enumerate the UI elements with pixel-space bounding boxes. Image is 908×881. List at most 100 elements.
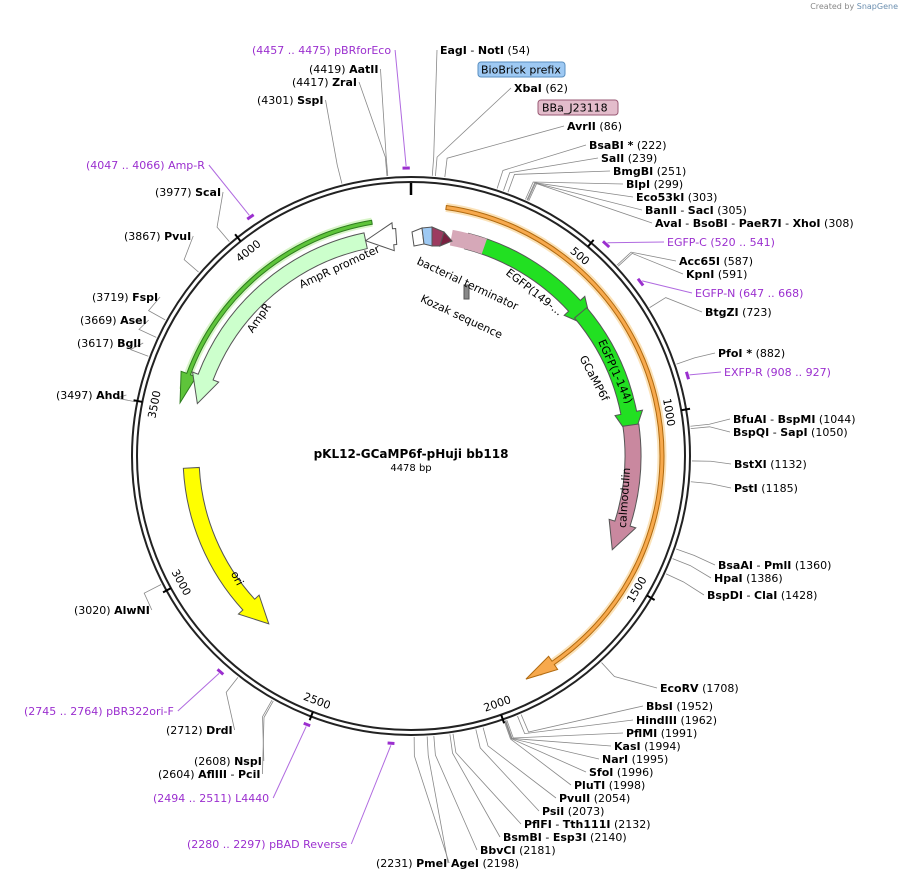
site-pfoi[interactable]: PfoI * (882) (718, 347, 785, 360)
site-pvui[interactable]: (3867) PvuI (124, 230, 191, 243)
ampr-feature[interactable] (191, 232, 368, 405)
svg-text:PfoI * (882): PfoI * (882) (718, 347, 785, 360)
svg-text:(3669) AseI: (3669) AseI (80, 314, 147, 327)
site-pluti[interactable]: PluTI (1998) (574, 779, 645, 792)
site-bstxi[interactable]: BstXI (1132) (734, 458, 807, 471)
site-psti[interactable]: PstI (1185) (734, 482, 798, 495)
primer-pbad-reverse[interactable]: (2280 .. 2297) pBAD Reverse (187, 838, 348, 851)
primer-mark-egfp-c (601, 240, 611, 249)
site-drdi[interactable]: (2712) DrdI (166, 724, 233, 737)
site-pflfi[interactable]: PflFI - Tth111I (2132) (524, 818, 651, 831)
ampr-promoter-feature[interactable] (364, 221, 398, 252)
site-zrai[interactable]: (4417) ZraI (292, 76, 357, 89)
site-bgli[interactable]: (3617) BglI (77, 337, 141, 350)
leader-alwni (143, 584, 162, 611)
tick-mark (308, 711, 314, 721)
site-xbai[interactable]: XbaI (62) (514, 82, 568, 95)
site-fspi[interactable]: (3719) FspI (92, 291, 158, 304)
primer-amp-r[interactable]: (4047 .. 4066) Amp-R (86, 159, 205, 172)
site-bsabi[interactable]: BsaBI * (222) (589, 139, 667, 152)
biobrick-prefix-box[interactable]: BioBrick prefix (477, 61, 566, 78)
site-bbvci[interactable]: BbvCI (2181) (480, 844, 556, 857)
primer-exfp-r[interactable]: EXFP-R (908 .. 927) (724, 366, 831, 379)
svg-text:BstXI (1132): BstXI (1132) (734, 458, 807, 471)
site-bspdi[interactable]: BspDI - ClaI (1428) (707, 589, 817, 602)
leader-pmei (413, 736, 450, 864)
site-afliii[interactable]: (2604) AflIII - PciI (158, 768, 260, 781)
site-bfuai[interactable]: BfuAI - BspMI (1044) (733, 413, 856, 426)
features-layer (179, 203, 667, 680)
svg-text:BspQI - SapI (1050): BspQI - SapI (1050) (733, 426, 848, 439)
site-eco53ki[interactable]: Eco53kI (303) (636, 191, 717, 204)
site-alwni[interactable]: (3020) AlwNI (74, 604, 150, 617)
primer-mark-egfp-n (636, 277, 645, 287)
primer-pbr322ori-f[interactable]: (2745 .. 2764) pBR322ori-F (24, 705, 174, 718)
site-sali[interactable]: SalI (239) (601, 152, 657, 165)
primer-egfp-n[interactable]: EGFP-N (647 .. 668) (695, 287, 803, 300)
primer-leader-egfp-c (607, 241, 665, 244)
svg-text:BBa_J23118: BBa_J23118 (542, 102, 608, 115)
site-hindiii[interactable]: HindIII (1962) (636, 714, 717, 727)
primer-leader-l4440 (272, 726, 307, 799)
svg-text:HpaI (1386): HpaI (1386) (714, 572, 783, 585)
site-agei[interactable]: AgeI (2198) (451, 857, 519, 870)
site-pflmi[interactable]: PflMI (1991) (626, 727, 697, 740)
site-pmei[interactable]: (2231) PmeI (376, 857, 447, 870)
kozak-feature[interactable] (463, 284, 470, 300)
site-pvuii[interactable]: PvuII (2054) (559, 792, 630, 805)
site-blpi[interactable]: BlpI (299) (626, 178, 683, 191)
site-btgzi[interactable]: BtgZI (723) (705, 306, 772, 319)
site-nspi[interactable]: (2608) NspI (194, 755, 262, 768)
site-ahdi[interactable]: (3497) AhdI (56, 389, 124, 402)
primer-pbrforeco[interactable]: (4457 .. 4475) pBRforEco (252, 44, 391, 57)
leader-bstxi (691, 460, 732, 465)
site-avrii[interactable]: AvrII (86) (567, 120, 622, 133)
svg-text:BbsI (1952): BbsI (1952) (646, 700, 713, 713)
snapgene-credit: Created by SnapGene (810, 2, 898, 11)
site-acc65i[interactable]: Acc65I (587) (679, 255, 753, 268)
site-hpai[interactable]: HpaI (1386) (714, 572, 783, 585)
svg-text:BtgZI (723): BtgZI (723) (705, 306, 772, 319)
site-ecorv[interactable]: EcoRV (1708) (660, 682, 739, 695)
svg-text:PflMI (1991): PflMI (1991) (626, 727, 697, 740)
leader-bsmbi (449, 734, 501, 838)
site-sspi[interactable]: (4301) SspI (257, 94, 324, 107)
site-bmgbi[interactable]: BmgBI (251) (613, 165, 686, 178)
primer-l4440[interactable]: (2494 .. 2511) L4440 (153, 792, 269, 805)
site-psii[interactable]: PsiI (2073) (542, 805, 604, 818)
terminator-feature[interactable] (411, 226, 453, 247)
bba-j23118-box[interactable]: BBa_J23118 (537, 99, 619, 116)
site-banii[interactable]: BanII - SacI (305) (645, 204, 747, 217)
leader-aatii (380, 68, 389, 176)
leader-hpai (672, 558, 712, 579)
tick-mark (234, 233, 242, 242)
site-asei[interactable]: (3669) AseI (80, 314, 147, 327)
primer-egfp-c[interactable]: EGFP-C (520 .. 541) (667, 236, 775, 249)
leader-btgzi (649, 297, 703, 313)
bba-j23118-feature[interactable] (449, 229, 487, 255)
site-sfoi[interactable]: SfoI (1996) (589, 766, 653, 779)
svg-text:(2231) PmeI: (2231) PmeI (376, 857, 447, 870)
site-kasi[interactable]: KasI (1994) (614, 740, 681, 753)
ampr-outer-feature[interactable] (179, 219, 373, 405)
primer-mark-l4440 (303, 721, 311, 728)
site-bsaai[interactable]: BsaAI - PmlI (1360) (718, 559, 831, 572)
site-aatii[interactable]: (4419) AatII (309, 63, 378, 76)
svg-text:NarI (1995): NarI (1995) (602, 753, 668, 766)
calmodulin-feature[interactable] (608, 423, 642, 551)
leader-bfuai (690, 418, 731, 427)
ori-feature[interactable] (182, 466, 270, 625)
gcamp6f-feature[interactable] (445, 204, 665, 680)
leader-bspqi (690, 426, 731, 433)
svg-text:PluTI (1998): PluTI (1998) (574, 779, 645, 792)
site-bsmbi[interactable]: BsmBI - Esp3I (2140) (503, 831, 627, 844)
site-bbsi[interactable]: BbsI (1952) (646, 700, 713, 713)
site-kpni[interactable]: KpnI (591) (686, 268, 747, 281)
site-eagi[interactable]: EagI - NotI (54) (440, 44, 530, 57)
site-scai[interactable]: (3977) ScaI (155, 186, 221, 199)
site-avai[interactable]: AvaI - BsoBI - PaeR7I - XhoI (308) (655, 217, 854, 230)
site-nari[interactable]: NarI (1995) (602, 753, 668, 766)
tick-mark (133, 399, 143, 403)
site-bspqi[interactable]: BspQI - SapI (1050) (733, 426, 848, 439)
